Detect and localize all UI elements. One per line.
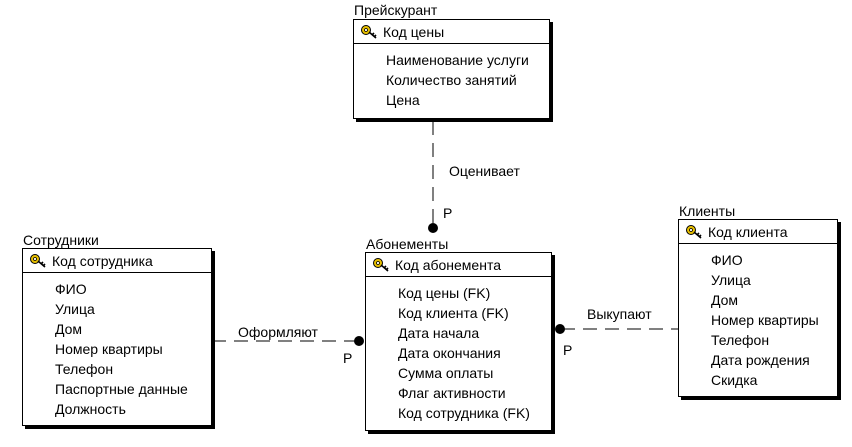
attribute: Телефон bbox=[55, 361, 114, 377]
relationship-label-buys: Выкупают bbox=[587, 306, 652, 322]
attribute: Улица bbox=[711, 272, 751, 288]
attribute: ФИО bbox=[55, 281, 87, 297]
dot-issues bbox=[354, 336, 364, 346]
attribute-list: ФИО Улица Дом Номер квартиры Телефон Дат… bbox=[679, 244, 837, 390]
attribute: Дата начала bbox=[398, 325, 480, 341]
pk-row: Код клиента bbox=[679, 220, 837, 244]
attribute: Дата окончания bbox=[398, 345, 501, 361]
key-icon bbox=[30, 253, 46, 268]
entity-title-clients: Клиенты bbox=[679, 203, 736, 219]
cardinality-buys: P bbox=[563, 342, 573, 358]
attribute: Сумма оплаты bbox=[398, 365, 494, 381]
attribute: Номер квартиры bbox=[711, 312, 819, 328]
pk-label: Код клиента bbox=[708, 223, 788, 240]
pk-row: Код цены bbox=[354, 20, 549, 44]
entity-title-price: Прейскурант bbox=[354, 2, 438, 18]
attribute: Должность bbox=[55, 401, 126, 417]
pk-label: Код цены bbox=[383, 23, 445, 40]
relationship-label-issues: Оформляют bbox=[238, 324, 318, 340]
attribute: Дом bbox=[711, 292, 739, 308]
attribute: Дом bbox=[55, 321, 83, 337]
attribute-list: Код цены (FK) Код клиента (FK) Дата нача… bbox=[366, 277, 551, 423]
entity-title-staff: Сотрудники bbox=[23, 232, 99, 248]
entity-subs[interactable]: Код абонемента Код цены (FK) Код клиента… bbox=[365, 252, 552, 431]
attribute: Скидка bbox=[711, 372, 758, 388]
key-icon bbox=[686, 224, 702, 239]
entity-clients[interactable]: Код клиента ФИО Улица Дом Номер квартиры… bbox=[678, 219, 838, 397]
pk-label: Код сотрудника bbox=[52, 252, 153, 269]
key-icon bbox=[361, 24, 377, 39]
relationship-label-evaluates: Оценивает bbox=[449, 163, 520, 179]
entity-staff[interactable]: Код сотрудника ФИО Улица Дом Номер кварт… bbox=[22, 248, 212, 426]
attribute: Телефон bbox=[711, 332, 770, 348]
pk-label: Код абонемента bbox=[395, 256, 501, 273]
attribute: Код клиента (FK) bbox=[398, 305, 509, 321]
pk-row: Код абонемента bbox=[366, 253, 551, 277]
attribute: Количество занятий bbox=[386, 72, 517, 88]
attribute: ФИО bbox=[711, 252, 743, 268]
dot-buys bbox=[555, 324, 565, 334]
cardinality-evaluates: P bbox=[443, 205, 453, 221]
attribute: Паспортные данные bbox=[55, 381, 188, 397]
dot-evaluates bbox=[428, 223, 438, 233]
key-icon bbox=[373, 257, 389, 272]
attribute: Номер квартиры bbox=[55, 341, 163, 357]
cardinality-issues: P bbox=[343, 350, 353, 366]
attribute: Код цены (FK) bbox=[398, 285, 491, 301]
entity-price[interactable]: Код цены Наименование услуги Количество … bbox=[353, 19, 550, 119]
attribute: Флаг активности bbox=[398, 385, 506, 401]
pk-row: Код сотрудника bbox=[23, 249, 211, 273]
attribute: Наименование услуги bbox=[386, 52, 529, 68]
attribute-list: Наименование услуги Количество занятий Ц… bbox=[354, 44, 549, 110]
attribute: Дата рождения bbox=[711, 352, 810, 368]
attribute: Код сотрудника (FK) bbox=[398, 405, 530, 421]
attribute: Цена bbox=[386, 92, 420, 108]
entity-title-subs: Абонементы bbox=[366, 236, 449, 252]
attribute: Улица bbox=[55, 301, 95, 317]
attribute-list: ФИО Улица Дом Номер квартиры Телефон Пас… bbox=[23, 273, 211, 419]
